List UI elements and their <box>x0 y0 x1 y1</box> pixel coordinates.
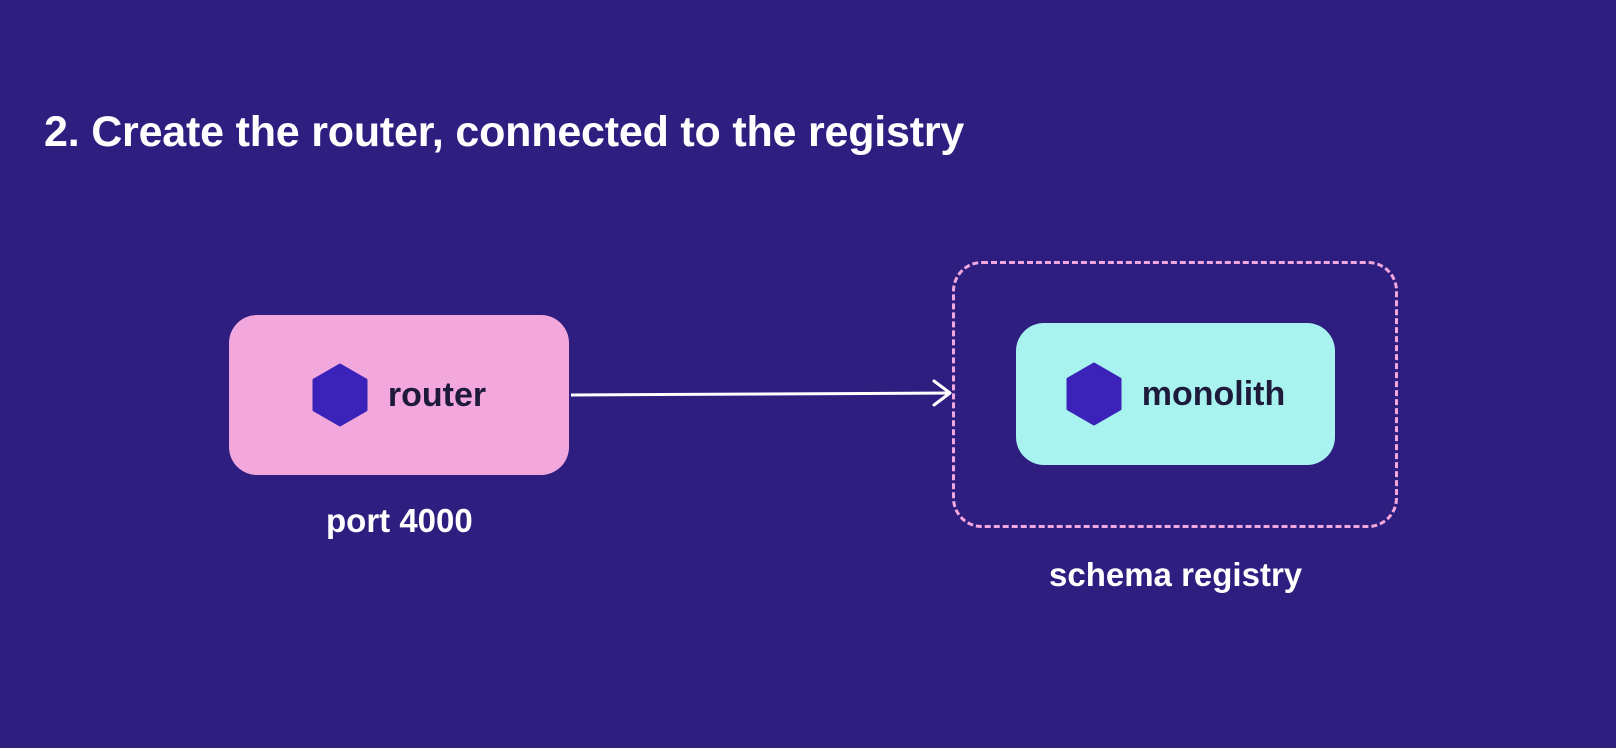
monolith-node: monolith <box>1016 323 1335 465</box>
monolith-label: monolith <box>1141 374 1286 413</box>
router-port-caption: port 4000 <box>326 502 473 539</box>
router-label: router <box>387 375 487 414</box>
router-node: router <box>229 315 569 475</box>
arrow-line <box>570 391 951 397</box>
page-title: 2. Create the router, connected to the r… <box>44 108 965 156</box>
arrow-head <box>932 379 952 407</box>
schema-registry-container <box>952 261 1398 528</box>
schema-registry-caption: schema registry <box>1049 556 1303 593</box>
hexagon-icon <box>1066 362 1122 426</box>
hexagon-icon <box>312 363 368 427</box>
